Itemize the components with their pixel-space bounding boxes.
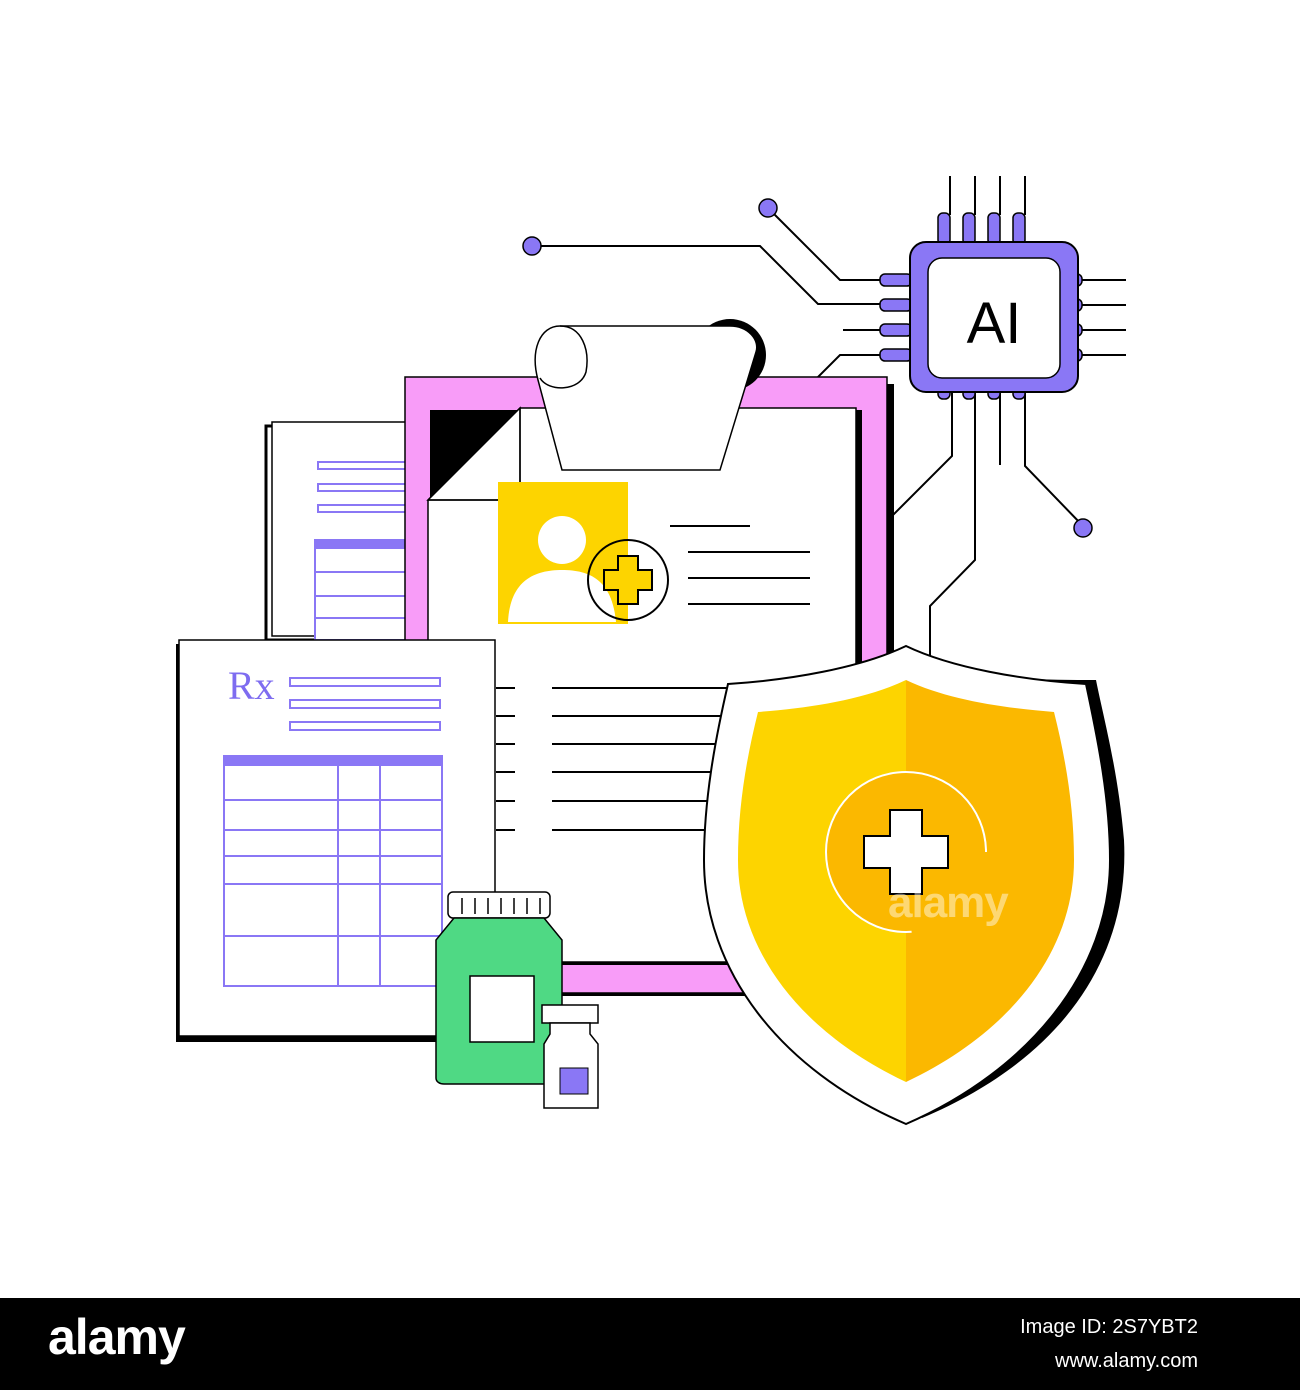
patient-photo-icon xyxy=(498,482,628,624)
medicine-bottle-icon xyxy=(435,891,563,1085)
back-document xyxy=(264,421,419,642)
vial-icon xyxy=(541,1004,599,1109)
medical-ai-illustration xyxy=(176,176,1126,1126)
image-id-text: Image ID: 2S7YBT2 xyxy=(1020,1316,1198,1338)
shield-icon xyxy=(702,644,1125,1126)
ai-chip-label: AI xyxy=(966,291,1022,356)
medical-cross-badge-icon xyxy=(587,539,669,621)
record-text-lines xyxy=(496,687,760,831)
rx-symbol: Rx xyxy=(228,663,275,708)
footer-logo[interactable]: alamy xyxy=(48,1309,186,1365)
patient-info-lines xyxy=(670,525,810,605)
watermark: alamy xyxy=(888,878,1009,927)
ai-chip-icon xyxy=(879,212,1083,400)
clipboard-clip xyxy=(534,319,766,471)
footer-bar: alamy Image ID: 2S7YBT2 www.alamy.com xyxy=(0,1298,1300,1390)
circuit-lines xyxy=(532,176,1126,712)
site-url-link[interactable]: www.alamy.com xyxy=(1055,1350,1198,1372)
